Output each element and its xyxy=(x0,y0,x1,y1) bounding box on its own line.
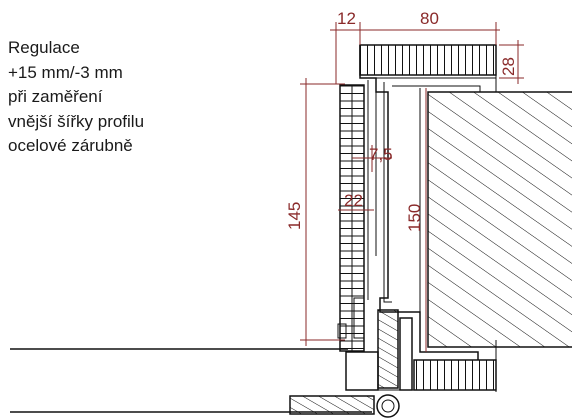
dim-12: 12 xyxy=(337,9,356,28)
note-line-1: Regulace xyxy=(8,38,80,57)
frame-bottom-block xyxy=(413,340,497,392)
threshold-strip xyxy=(289,394,400,418)
door-leaf xyxy=(419,88,572,352)
note-line-3: při zaměření xyxy=(8,87,103,106)
dim-28: 28 xyxy=(499,57,518,76)
note-line-4: vnější šířky profilu xyxy=(8,111,145,131)
dim-145: 145 xyxy=(285,202,304,230)
hinge-assembly xyxy=(337,297,414,391)
dim-80: 80 xyxy=(420,9,439,28)
note-line-5: ocelové zárubně xyxy=(8,136,133,155)
adjustment-note: Regulace +15 mm/-3 mm při zaměření vnějš… xyxy=(8,36,208,159)
dim-22: 22 xyxy=(344,191,363,210)
note-line-2: +15 mm/-3 mm xyxy=(8,62,123,82)
frame-top-block xyxy=(359,44,497,92)
dim-150: 150 xyxy=(405,204,424,232)
dim-7-5: 7,5 xyxy=(369,145,393,164)
steel-frame-profile xyxy=(359,45,481,360)
wall-cladding xyxy=(339,84,365,352)
